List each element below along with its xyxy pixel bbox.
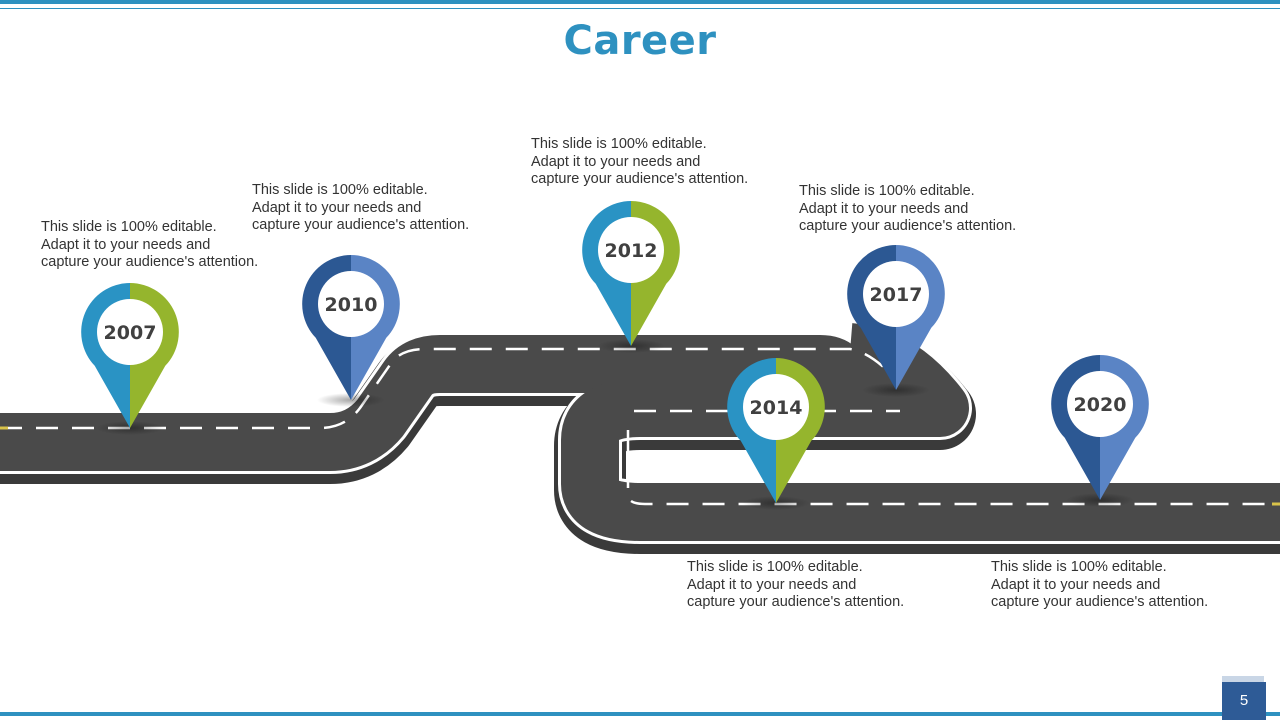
- milestone-text-2007: This slide is 100% editable. Adapt it to…: [41, 219, 281, 272]
- text-line: Adapt it to your needs and: [799, 201, 1039, 219]
- pin-year-label: 2017: [870, 284, 923, 306]
- page-number: 5: [1222, 682, 1266, 720]
- text-line: This slide is 100% editable.: [687, 559, 927, 577]
- text-line: This slide is 100% editable.: [991, 559, 1231, 577]
- text-line: Adapt it to your needs and: [41, 237, 281, 255]
- text-line: capture your audience's attention.: [687, 594, 927, 612]
- text-line: Adapt it to your needs and: [252, 200, 492, 218]
- text-line: capture your audience's attention.: [531, 171, 771, 189]
- text-line: capture your audience's attention.: [41, 254, 281, 272]
- milestone-text-2014: This slide is 100% editable. Adapt it to…: [687, 559, 927, 612]
- text-line: Adapt it to your needs and: [991, 577, 1231, 595]
- pin-2012: 2012: [582, 201, 680, 353]
- pin-year-label: 2012: [605, 240, 658, 262]
- text-line: Adapt it to your needs and: [531, 154, 771, 172]
- pin-year-label: 2014: [750, 397, 803, 419]
- text-line: capture your audience's attention.: [252, 217, 492, 235]
- pin-year-label: 2010: [325, 294, 378, 316]
- pin-year-label: 2007: [104, 322, 157, 344]
- text-line: This slide is 100% editable.: [799, 183, 1039, 201]
- text-line: This slide is 100% editable.: [531, 136, 771, 154]
- milestone-text-2012: This slide is 100% editable. Adapt it to…: [531, 136, 771, 189]
- milestone-text-2010: This slide is 100% editable. Adapt it to…: [252, 182, 492, 235]
- text-line: This slide is 100% editable.: [41, 219, 281, 237]
- pin-year-label: 2020: [1074, 394, 1127, 416]
- milestone-text-2017: This slide is 100% editable. Adapt it to…: [799, 183, 1039, 236]
- text-line: capture your audience's attention.: [991, 594, 1231, 612]
- bottom-accent-bar: [0, 712, 1280, 716]
- text-line: Adapt it to your needs and: [687, 577, 927, 595]
- milestone-text-2020: This slide is 100% editable. Adapt it to…: [991, 559, 1231, 612]
- text-line: This slide is 100% editable.: [252, 182, 492, 200]
- text-line: capture your audience's attention.: [799, 218, 1039, 236]
